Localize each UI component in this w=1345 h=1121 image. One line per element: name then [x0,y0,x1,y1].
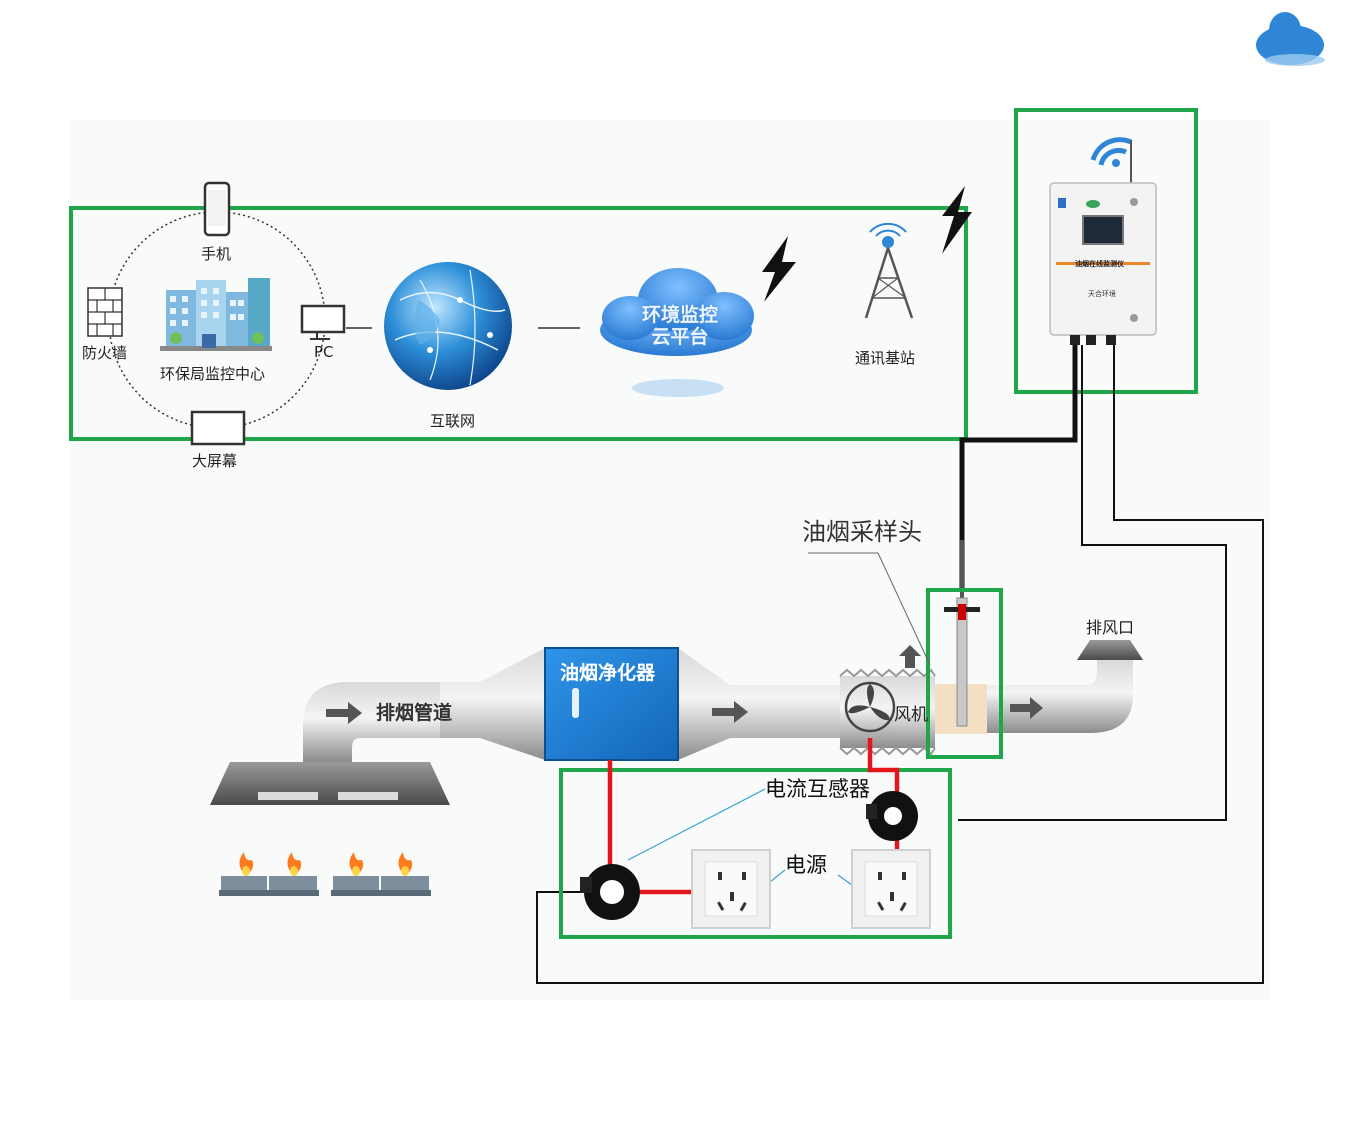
outlet-cap [1077,640,1143,660]
gas-stove-icon [219,852,431,896]
cloud-platform-icon [600,268,754,397]
current-transformer-icon-2 [866,791,918,841]
sampler-leader-line [808,552,931,666]
cloud-platform-label-line1: 环境监控 [641,304,718,326]
cloud-platform-label: 环境监控 云平台 [632,304,728,348]
flow-arrow-icon-3 [1010,697,1043,719]
sampler-label: 油烟采样头 [802,518,922,546]
fan-label: 风机 [894,705,928,725]
device-brand-label: 天合环境 [1088,290,1116,298]
outlet-duct [985,660,1133,733]
up-arrow-icon [899,645,921,668]
device-name-label: 油烟在线监测仪 [1075,260,1124,268]
office-building-icon [160,278,272,351]
outlet-label: 排风口 [1086,618,1135,637]
power-label: 电源 [785,853,827,877]
flow-arrow-icon [326,702,362,724]
pc-label: PC [314,343,334,361]
current-transformer-label: 电流互感器 [765,777,870,801]
internet-label: 互联网 [430,412,476,430]
range-hood [210,762,450,805]
wifi-icon [1090,137,1132,185]
current-transformer-icon [580,864,640,920]
flow-arrow-icon-2 [712,701,748,723]
purifier-handle [572,688,579,718]
internet-globe-icon [384,262,512,390]
firewall-icon [87,287,123,337]
power-socket-icon-2 [851,849,931,929]
duct-taper [678,648,850,760]
phone-icon [203,181,231,237]
network-highlight-box [69,206,968,441]
power-socket-icon [691,849,771,929]
base-station-label: 通讯基站 [855,349,916,367]
base-station-tower-icon [864,222,914,319]
exhaust-duct-elbow [303,682,480,762]
fan-icon [844,681,896,733]
power-highlight-box [559,768,952,939]
big-screen-icon [190,410,246,446]
pc-monitor-icon [300,304,346,340]
device-highlight-box [1014,108,1198,394]
purifier-label: 油烟净化器 [560,662,656,684]
exhaust-duct [440,648,545,760]
lightning-bolt-icon [762,236,796,302]
phone-label: 手机 [201,245,232,263]
lightning-bolt-icon-2 [942,186,972,254]
cloud-platform-label-line2: 云平台 [651,326,709,348]
duct-label: 排烟管道 [376,702,453,724]
signal-wires [536,345,1264,984]
env-center-label: 环保局监控中心 [160,365,266,383]
oil-smoke-monitor-device [1049,182,1157,345]
big-screen-label: 大屏幕 [192,452,238,470]
hood-slot-2 [338,792,398,800]
firewall-label: 防火墙 [82,344,128,362]
cloud-logo-icon [1256,12,1325,66]
hood-slot-1 [258,792,318,800]
sampler-highlight-box [926,588,1003,759]
oil-smoke-purifier [544,647,679,761]
